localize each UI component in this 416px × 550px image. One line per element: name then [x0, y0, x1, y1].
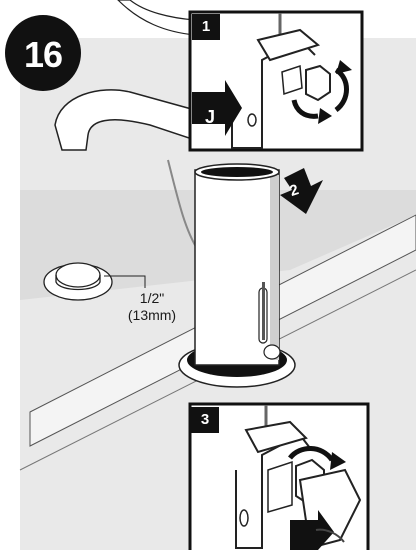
inset-bottom-clip [244, 420, 308, 454]
inset-top-shaft [281, 64, 303, 96]
part-j-label: J [205, 107, 216, 127]
cap-side [55, 275, 101, 291]
part-j-pointer-bottom [290, 510, 334, 550]
inset-bottom-hole [239, 509, 249, 527]
rotate-arrowhead-bottom [318, 108, 332, 124]
body-top-opening [201, 167, 273, 177]
rotate-arrow-bottom [291, 99, 319, 119]
rotate-arrowhead-top [336, 60, 352, 74]
lever-rod [262, 282, 265, 340]
body-highlight [270, 175, 279, 360]
lever-knob [263, 344, 281, 360]
rotate-arrow-bottom-inset [288, 446, 335, 462]
inset-bottom-shaft [267, 460, 293, 513]
inset-top-nut [305, 64, 331, 102]
rotate-arrowhead-bottom-inset [330, 452, 346, 470]
dimension-metric: (13mm) [127, 307, 177, 323]
part-j-pointer [192, 80, 242, 136]
inset-top-clip [256, 28, 321, 62]
cap-top [55, 262, 101, 288]
inset-top-hole [247, 113, 257, 127]
down-arrow [280, 168, 323, 214]
step-number: 16 [23, 34, 63, 75]
dimension-label: 1/2" (13mm) [120, 290, 184, 324]
dimension-imperial: 1/2" [139, 290, 165, 306]
step-circle [5, 15, 81, 91]
upper-spout [117, 0, 196, 36]
inset-label-first: 1 [192, 14, 220, 40]
inset-bottom-thread [315, 528, 345, 543]
inset-label-second: 3 [191, 407, 219, 433]
dimension-leader [104, 275, 146, 288]
